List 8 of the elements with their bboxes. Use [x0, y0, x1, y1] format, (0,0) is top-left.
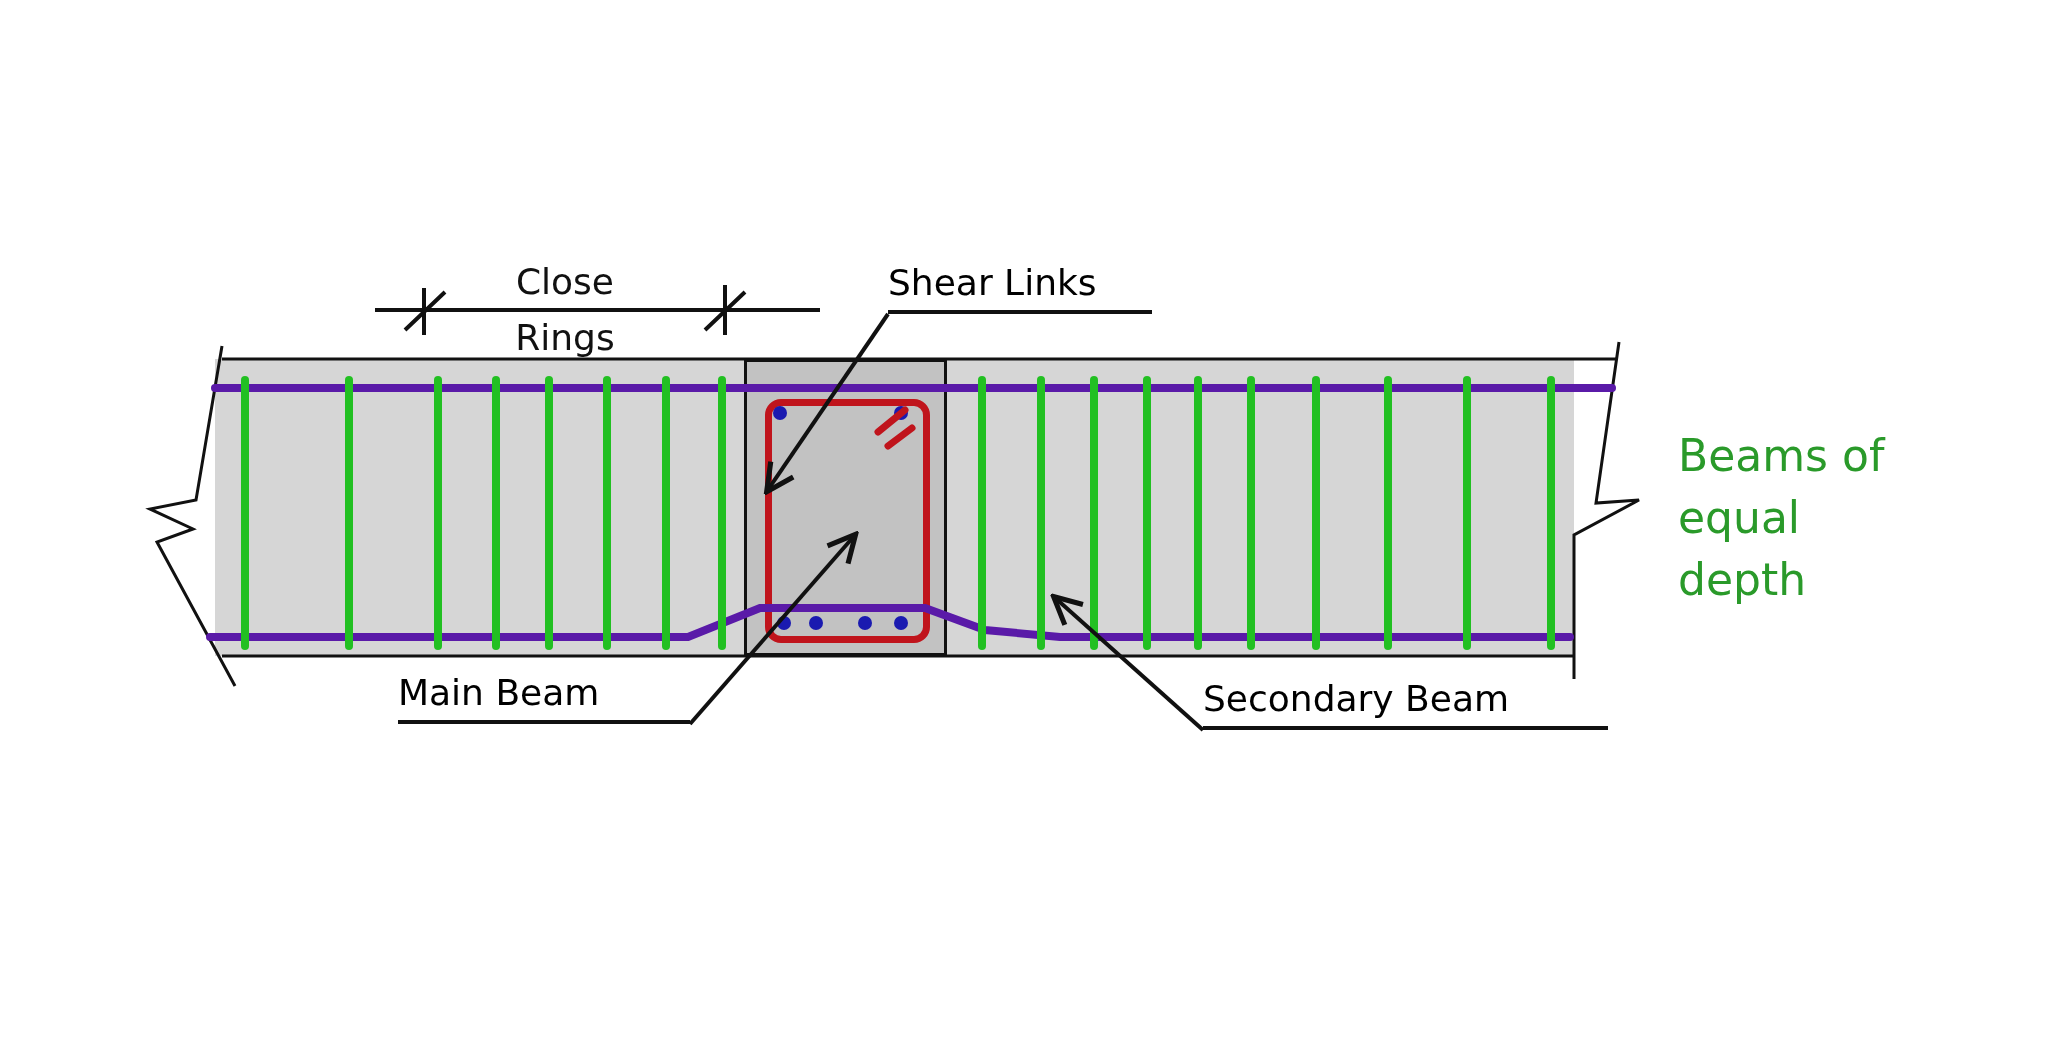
dimension-label: Close Rings: [514, 260, 616, 360]
callout-label: Main Beam: [398, 668, 690, 724]
leader-arrow: [688, 531, 859, 726]
leader-arrow: [764, 312, 890, 495]
leader-arrow: [1051, 594, 1205, 732]
callout-label: Secondary Beam: [1203, 674, 1608, 730]
note-text: Beams of equal depth: [1678, 429, 1887, 607]
callout-label: Shear Links: [888, 258, 1152, 314]
